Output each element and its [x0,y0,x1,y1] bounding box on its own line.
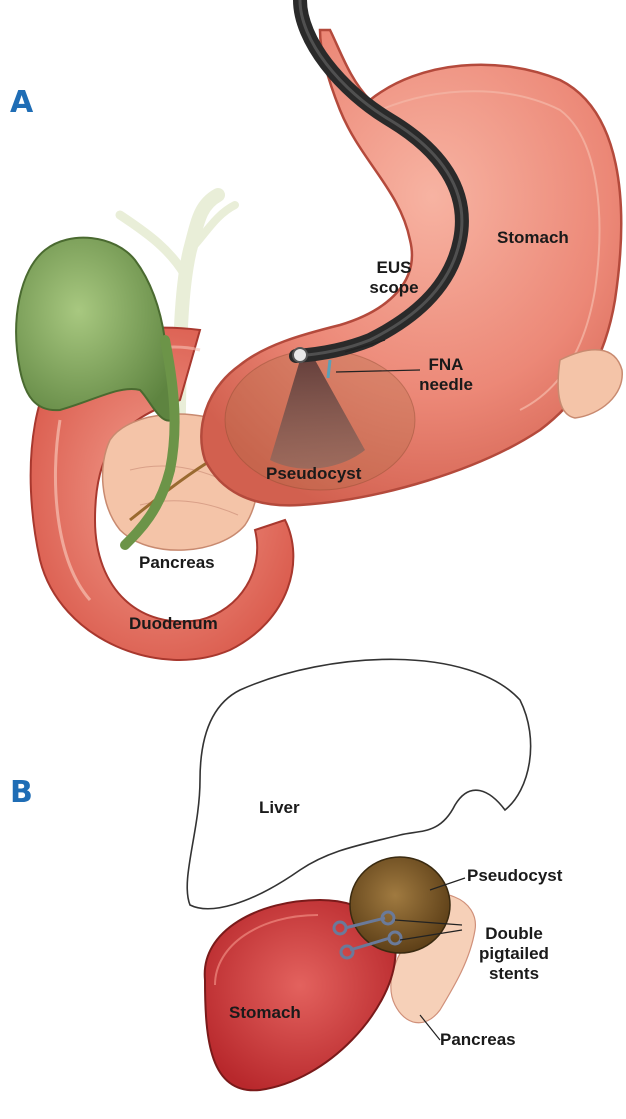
label-pancreas-b: Pancreas [440,1030,516,1050]
label-fna-line2: needle [412,375,480,395]
panel-letter-a: A [10,85,33,120]
label-stents-line1: Double [462,924,566,944]
gallbladder [16,238,172,421]
label-stomach-a: Stomach [497,228,569,248]
label-pancreas-a: Pancreas [139,553,215,573]
label-eus-line1: EUS [362,258,426,278]
label-stomach-b: Stomach [229,1003,301,1023]
pancreas-tail [558,350,622,418]
label-stents-line2: pigtailed [462,944,566,964]
label-pseudocyst-a: Pseudocyst [266,464,361,484]
label-eus-scope: EUS scope [362,258,426,298]
label-liver: Liver [259,798,300,818]
panel-letter-b: B [10,775,33,810]
label-duodenum: Duodenum [129,614,218,634]
label-fna-needle: FNA needle [412,355,480,395]
label-pseudocyst-b: Pseudocyst [467,866,562,886]
label-stents: Double pigtailed stents [462,924,566,984]
label-stents-line3: stents [462,964,566,984]
label-fna-line1: FNA [412,355,480,375]
fna-needle [328,360,330,378]
label-eus-line2: scope [362,278,426,298]
